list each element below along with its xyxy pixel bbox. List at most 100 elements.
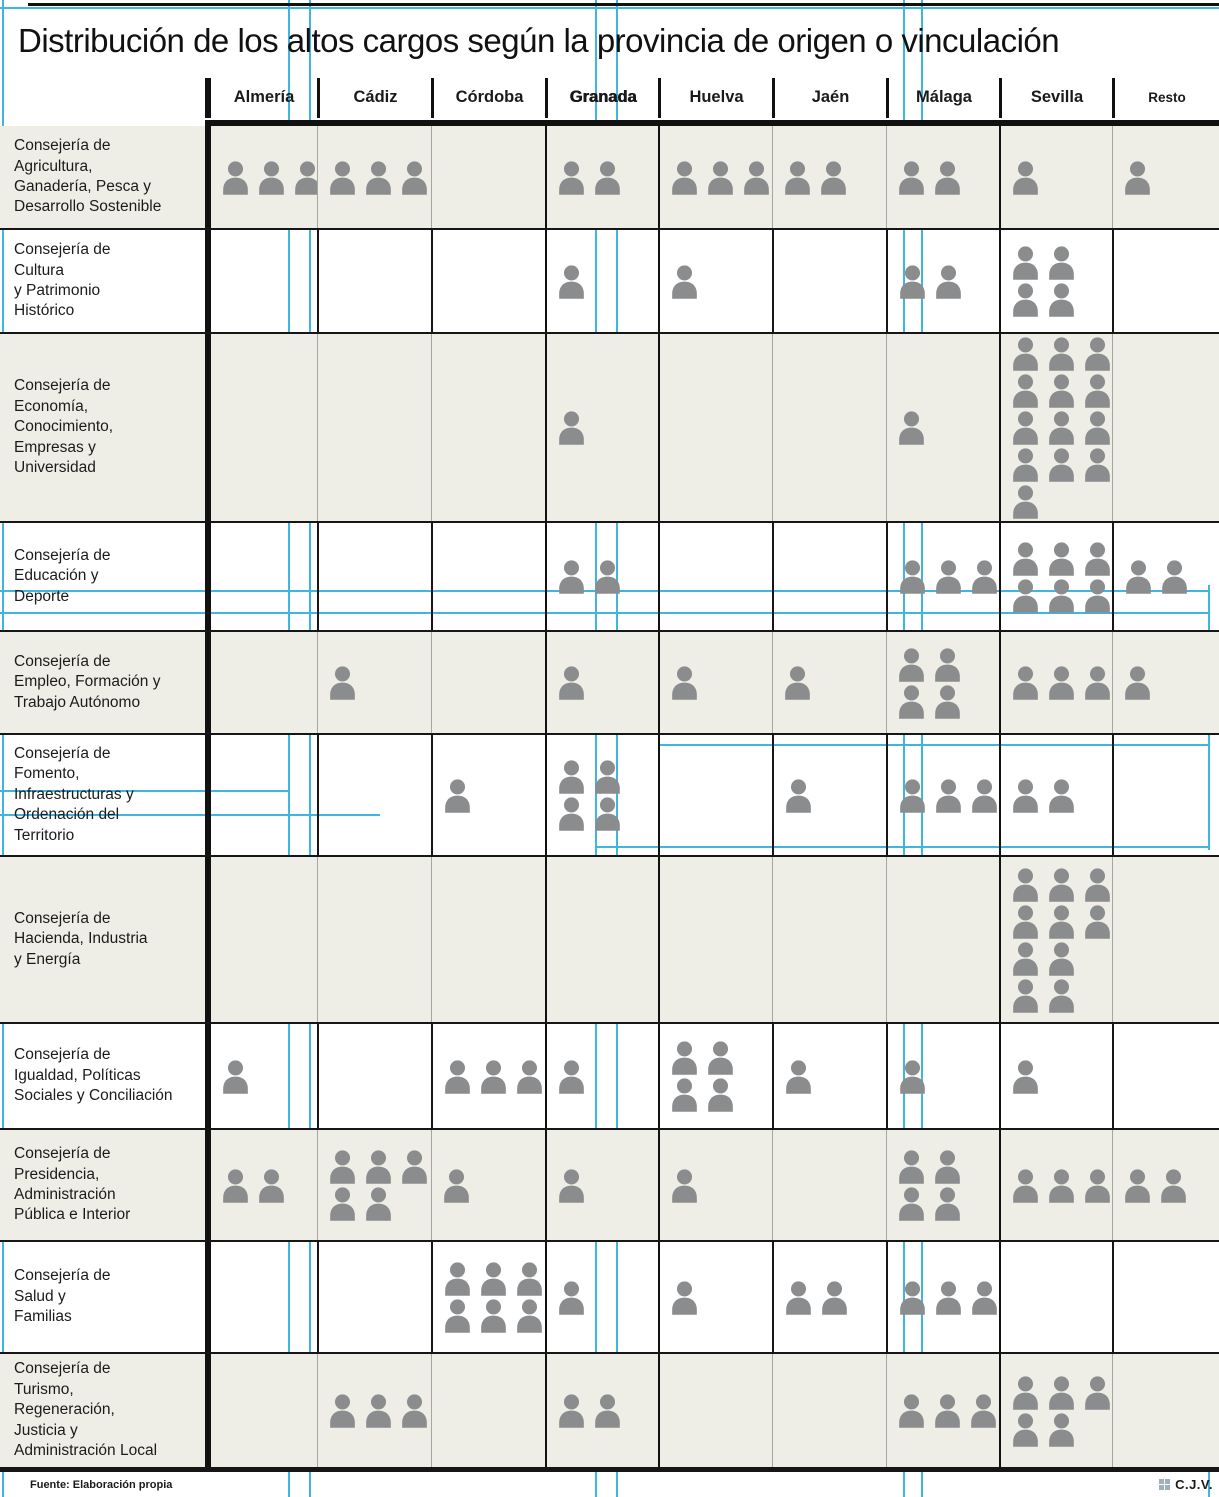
pictogram-cell: [999, 334, 1112, 521]
person-icon: [445, 1059, 470, 1094]
column-header-málaga: Málaga: [886, 77, 999, 118]
pictogram-cell: [1112, 126, 1219, 228]
pictogram-cell: [772, 735, 886, 855]
icon-line: [328, 160, 429, 195]
column-header-label: Cádiz: [353, 88, 398, 106]
icon-line: [1123, 665, 1152, 700]
icon-line: [670, 1168, 699, 1203]
person-icon: [223, 160, 248, 195]
pictogram-cell: [205, 230, 317, 332]
cyan-vertical-guide: [921, 0, 923, 1497]
pictogram-cell: [999, 857, 1112, 1022]
pictogram-cell: [545, 334, 658, 521]
person-icon: [1049, 1412, 1074, 1447]
pictogram-cell: [545, 857, 658, 1022]
person-icon: [366, 1187, 391, 1221]
icon-line: [557, 559, 622, 594]
person-icon: [559, 1394, 584, 1428]
pictogram-cell: [545, 735, 658, 855]
person-icon: [672, 1041, 697, 1075]
person-icon: [899, 1394, 924, 1428]
pictogram-cell: [886, 857, 999, 1022]
person-icon: [744, 160, 769, 195]
person-icon: [786, 778, 811, 813]
credit: C.J.V.: [1159, 1477, 1219, 1492]
pictogram-cell: [999, 632, 1112, 733]
pictogram-cell: [1112, 523, 1219, 630]
pictogram-cell: [205, 334, 317, 521]
pictogram-cell: [431, 632, 545, 733]
person-icon: [936, 264, 961, 299]
person-icon: [1013, 978, 1038, 1013]
pictogram-cell: [431, 1130, 545, 1240]
person-icon: [785, 160, 810, 195]
person-icon: [972, 778, 997, 813]
icon-line: [557, 665, 586, 700]
pictogram-cell: [1112, 1354, 1219, 1467]
person-icon: [1125, 666, 1150, 700]
person-icon: [559, 1059, 584, 1094]
pictogram-cell: [317, 1130, 431, 1240]
pictogram-cell: [205, 523, 317, 630]
pictogram-cell: [1112, 1242, 1219, 1352]
pictogram-cell: [772, 230, 886, 332]
icon-line: [328, 1393, 429, 1428]
person-icon: [899, 160, 924, 195]
person-icon: [672, 666, 697, 700]
person-icon: [1126, 560, 1151, 594]
person-icon: [1013, 778, 1038, 813]
person-icon: [1049, 448, 1074, 482]
icon-line: [1011, 447, 1112, 482]
column-header-label: Granada: [569, 88, 637, 106]
pictogram-cell: [658, 334, 772, 521]
person-icon: [971, 1394, 996, 1428]
person-icon: [517, 1299, 542, 1333]
icon-line: [557, 1059, 586, 1094]
person-icon: [259, 160, 284, 195]
person-icon: [1085, 541, 1110, 576]
person-icon: [223, 1168, 248, 1203]
pictogram-cell: [317, 735, 431, 855]
column-header-almería: Almería: [205, 77, 317, 118]
pictogram-cell: [1112, 1130, 1219, 1240]
table-row: Consejería de Cultura y Patrimonio Histó…: [0, 230, 1219, 334]
table-row: Consejería de Hacienda, Industria y Ener…: [0, 857, 1219, 1024]
pictogram-cell: [658, 632, 772, 733]
person-icon: [1013, 160, 1038, 195]
icon-line: [1011, 941, 1076, 976]
person-icon: [1085, 666, 1110, 700]
person-icon: [595, 797, 620, 831]
column-header-label: Resto: [1148, 90, 1186, 105]
pictogram-cell: [317, 1242, 431, 1352]
pictogram-cell: [886, 334, 999, 521]
person-icon: [595, 160, 620, 195]
person-icon: [559, 560, 584, 594]
row-label: Consejería de Igualdad, Políticas Social…: [14, 1046, 173, 1105]
icon-line: [1011, 1412, 1076, 1447]
person-icon: [672, 160, 697, 195]
pictogram-cell: [999, 1024, 1112, 1128]
person-icon: [785, 666, 810, 700]
person-icon: [972, 1280, 997, 1315]
pictogram-cell: [431, 334, 545, 521]
icon-line: [670, 160, 771, 195]
person-icon: [900, 560, 925, 594]
icon-line: [670, 1040, 735, 1075]
icon-line: [1123, 1168, 1188, 1203]
icon-line: [1011, 1168, 1112, 1203]
pictogram-cell: [431, 230, 545, 332]
title-rule: [28, 3, 1219, 6]
pictogram-cell: [317, 1354, 431, 1467]
icon-line: [670, 665, 699, 700]
pictogram-cell: [431, 857, 545, 1022]
pictogram-cell: [205, 1130, 317, 1240]
person-icon: [330, 160, 355, 195]
person-icon: [1085, 411, 1110, 445]
pictogram-cell: [431, 1242, 545, 1352]
pictogram-cell: [886, 1024, 999, 1128]
pictogram-cell: [317, 334, 431, 521]
icon-line: [897, 410, 926, 445]
person-icon: [899, 1150, 924, 1184]
cyan-horizontal-guide: [658, 744, 1208, 746]
person-icon: [672, 1280, 697, 1315]
